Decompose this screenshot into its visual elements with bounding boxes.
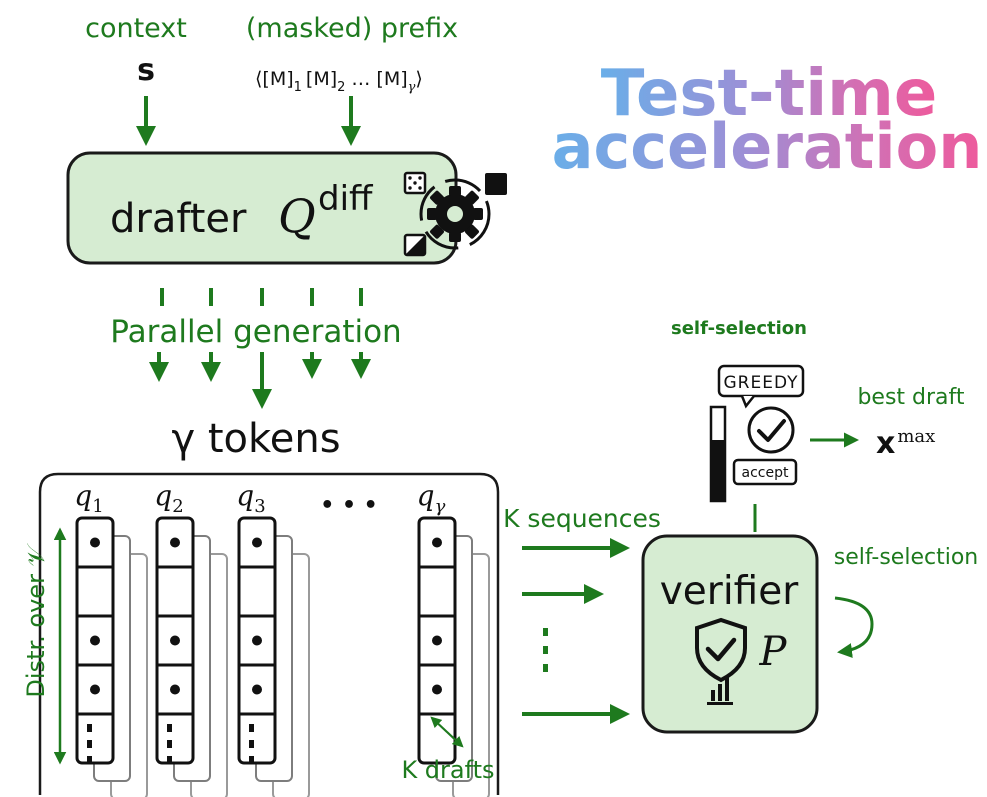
parallel-generation-label: Parallel generation bbox=[110, 314, 401, 350]
context-symbol: s bbox=[137, 53, 155, 88]
prefix-sequence: ⟨[M]1[M]2…[M]γ⟩ bbox=[255, 68, 423, 95]
prefix-label: (masked) prefix bbox=[246, 13, 458, 44]
column-vdot bbox=[249, 740, 254, 748]
column-label-sub: 1 bbox=[92, 496, 103, 517]
prefix-close: ⟩ bbox=[415, 68, 422, 90]
column-label-base: q bbox=[417, 479, 435, 512]
tokens-label: γ tokens bbox=[171, 416, 340, 462]
token-dot bbox=[90, 635, 100, 646]
column-label-sub: 3 bbox=[254, 496, 265, 517]
token-column-1 bbox=[75, 516, 148, 797]
column-vdot bbox=[249, 756, 254, 764]
title-line-1: Test-time bbox=[601, 57, 937, 131]
token-dot bbox=[432, 635, 442, 646]
xmax-sup: max bbox=[897, 426, 935, 447]
greedy-label: GREEDY bbox=[723, 373, 798, 393]
greedy-bubble: GREEDY bbox=[717, 364, 805, 409]
token-dot bbox=[90, 537, 100, 548]
token-dot bbox=[252, 635, 262, 646]
column-label-base: q bbox=[154, 479, 172, 512]
gear-cycle-icon bbox=[403, 171, 507, 257]
token-dot bbox=[252, 684, 262, 695]
self-selection-heading: self-selection bbox=[671, 318, 807, 339]
best-draft-label: best draft bbox=[857, 385, 964, 410]
token-column-2 bbox=[155, 516, 228, 797]
title-line-2: acceleration bbox=[552, 110, 983, 183]
column-label-sub: γ bbox=[435, 496, 446, 517]
drafter-symbol: Q bbox=[278, 189, 316, 243]
column-vdot bbox=[167, 756, 172, 764]
column-vdot bbox=[249, 724, 254, 732]
token-column-3 bbox=[237, 516, 310, 797]
distr-label: Distr. over 𝒱 bbox=[22, 542, 50, 697]
k-drafts-label: K drafts bbox=[401, 756, 494, 784]
verifier-symbol: P bbox=[759, 629, 788, 675]
prefix-ellipsis: … bbox=[351, 68, 370, 90]
prefix-sub-2: 2 bbox=[337, 80, 345, 95]
token-dot bbox=[170, 635, 180, 646]
token-dot bbox=[170, 537, 180, 548]
token-dot bbox=[432, 537, 442, 548]
sequence-vdots bbox=[543, 628, 548, 672]
check-circle-icon bbox=[747, 406, 795, 454]
column-label-base: q bbox=[74, 479, 92, 512]
column-label-2: q2 bbox=[154, 479, 183, 517]
prefix-sub-1: 1 bbox=[294, 80, 302, 95]
gauge-bar bbox=[709, 405, 727, 503]
column-label-3: q3 bbox=[236, 479, 265, 517]
column-vdot bbox=[87, 740, 92, 748]
verifier-label: verifier bbox=[660, 569, 800, 614]
shield-check-icon bbox=[695, 617, 747, 683]
column-label-1: q1 bbox=[74, 479, 103, 517]
drafter-label: drafter bbox=[110, 196, 247, 242]
context-label: context bbox=[85, 13, 187, 44]
parallel-arrows bbox=[149, 352, 371, 409]
self-loop-arrow bbox=[834, 596, 874, 658]
k-sequences-label: K sequences bbox=[503, 504, 661, 533]
tokens-panel bbox=[38, 472, 500, 795]
sequence-arrows bbox=[522, 538, 630, 724]
token-dot bbox=[170, 684, 180, 695]
column-vdot bbox=[87, 756, 92, 764]
column-vdot bbox=[167, 740, 172, 748]
column-label-base: q bbox=[236, 479, 254, 512]
verifier-box bbox=[641, 534, 819, 734]
token-dot bbox=[90, 684, 100, 695]
drafter-superscript: diff bbox=[318, 179, 374, 219]
column-label-4: qγ bbox=[417, 479, 446, 517]
column-label-sub: 2 bbox=[172, 496, 183, 517]
token-dot bbox=[432, 684, 442, 695]
parallel-stubs bbox=[160, 288, 363, 306]
self-selection-side-label: self-selection bbox=[834, 545, 978, 570]
xmax-base: x bbox=[876, 426, 895, 461]
prefix-sub-gamma: γ bbox=[408, 80, 416, 95]
token-dot bbox=[252, 537, 262, 548]
accept-tag: accept bbox=[732, 458, 798, 486]
column-vdot bbox=[167, 724, 172, 732]
bar-chart-icon bbox=[707, 677, 733, 705]
accept-label: accept bbox=[742, 465, 789, 481]
prefix-mg: [M] bbox=[376, 68, 407, 90]
prefix-m2: [M] bbox=[306, 68, 337, 90]
column-ellipsis: • • • bbox=[320, 493, 378, 518]
k-drafts-arrow bbox=[430, 716, 464, 748]
prefix-open: ⟨[M] bbox=[255, 68, 294, 90]
column-vdot bbox=[87, 724, 92, 732]
